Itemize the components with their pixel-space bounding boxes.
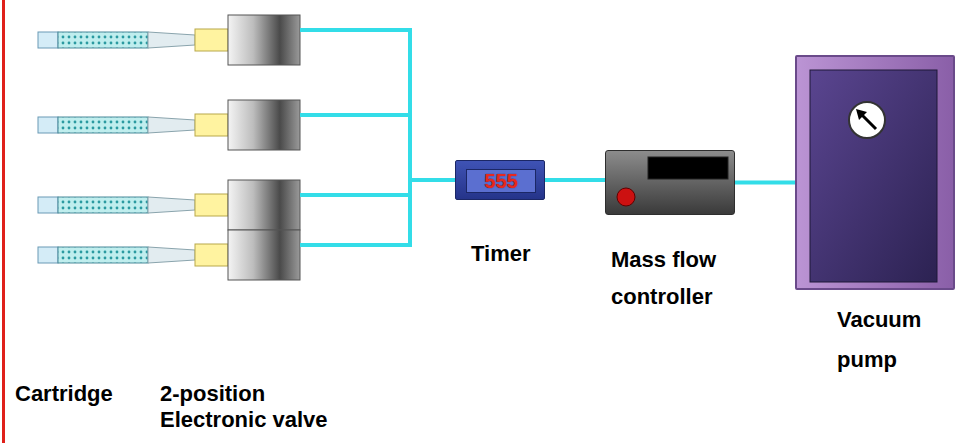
cartridge-valve xyxy=(38,100,300,150)
timer-box: 555Timer xyxy=(455,160,545,200)
counter-digits: 555 xyxy=(484,171,517,191)
border-line xyxy=(2,0,5,443)
pump-art xyxy=(797,57,953,288)
display-panel xyxy=(648,157,728,179)
control-knob xyxy=(617,188,635,206)
pump-box: Vacuum pump xyxy=(795,55,955,290)
pressure-gauge xyxy=(849,102,885,138)
device-label: Mass flow controller xyxy=(611,241,719,315)
device-label: Vacuum pump xyxy=(837,300,957,380)
pump-panel xyxy=(810,70,937,282)
part-label: Cartridge xyxy=(15,381,145,407)
cartridge-valve xyxy=(38,230,300,280)
device-label: Timer xyxy=(471,241,581,267)
gauge-needle xyxy=(861,114,876,129)
gauge-needle-head xyxy=(856,109,867,120)
tubing-connector xyxy=(545,178,605,182)
mfc-art xyxy=(606,151,734,214)
mfc-box: Mass flow controller xyxy=(605,150,735,215)
timer-display: 555 xyxy=(466,169,536,193)
part-label: 2-position Electronic valve xyxy=(160,381,360,433)
tubing xyxy=(300,28,455,247)
tubing-connector xyxy=(735,181,795,185)
cartridge-valve xyxy=(38,15,300,65)
cartridge-valve xyxy=(38,180,300,230)
